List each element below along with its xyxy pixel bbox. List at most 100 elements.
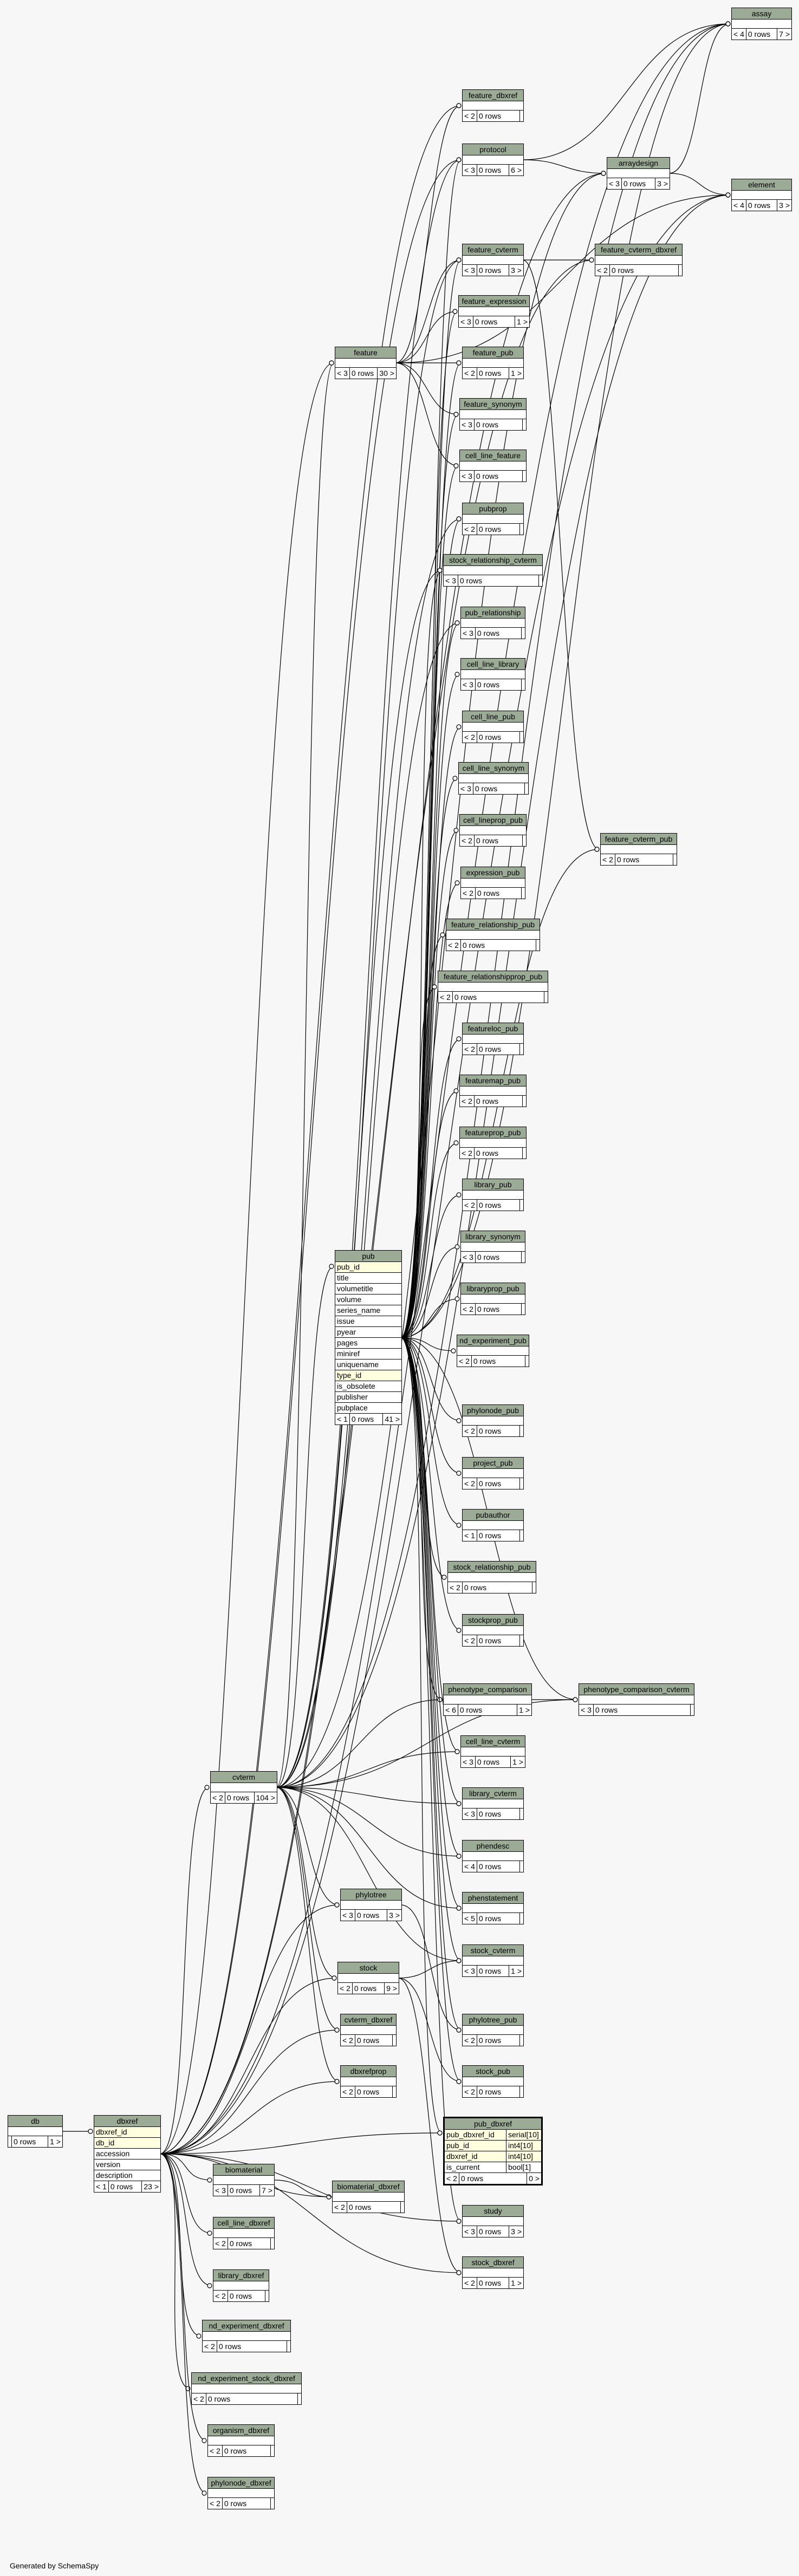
row-count: 0 rows [475,419,523,430]
crowfoot-marker [456,157,462,162]
parents-count: < 2 [445,2173,459,2184]
children-count [522,1304,525,1315]
relationship-line [400,1246,460,1338]
row-count: 0 rows [477,1426,520,1436]
column-name: pub_dbxref_id [445,2130,506,2140]
table-title: stock_relationship_pub [448,1562,536,1573]
children-count [536,940,540,951]
parents-count: < 2 [463,1426,477,1436]
children-count [691,1705,694,1715]
relationship-line [400,1337,462,1421]
crowfoot-marker [207,2230,212,2236]
parents-count: < 3 [460,471,475,482]
relationship-line [276,570,443,1788]
parents-count: < 2 [438,992,453,1003]
crowfoot-marker [437,568,443,573]
relationship-line [276,1787,462,1804]
parents-count: < 2 [601,854,615,865]
parents-count: < 2 [448,1582,463,1593]
relationship-line [400,1337,462,1526]
relationship-line [400,259,462,1338]
children-count [520,732,523,743]
column-row: publisher [335,1392,401,1403]
children-count: 1 > [50,2137,61,2146]
relationship-line [276,1787,462,1857]
crowfoot-marker [454,880,460,886]
columns-elided [607,169,670,178]
parents-count: < 2 [463,2278,477,2288]
relationship-line [398,1977,462,2082]
relationship-line [395,311,458,363]
column-name: pub_id [445,2141,506,2151]
row-count: 0 rows [477,1913,520,1924]
